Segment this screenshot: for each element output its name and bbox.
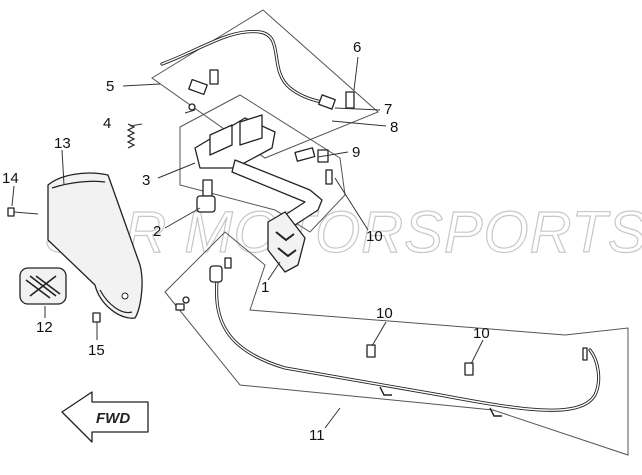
spring-part	[126, 123, 136, 149]
callout-10-upper: 10	[366, 228, 383, 245]
body-cover-part	[47, 172, 143, 319]
callout-3: 3	[142, 172, 150, 189]
bolt-part	[294, 147, 333, 185]
lower-cable	[175, 257, 601, 417]
leader-lines	[11, 56, 484, 429]
screw-part-15	[92, 312, 101, 323]
callout-7: 7	[384, 101, 392, 118]
fwd-arrow: FWD	[61, 391, 149, 443]
callout-15: 15	[88, 342, 105, 359]
callout-8: 8	[390, 119, 398, 136]
callout-13: 13	[54, 135, 71, 152]
callout-labels: 1 2 3 4 5 6 7 8 9 10 10 10 11 12 13 14 1…	[2, 39, 490, 444]
upper-cable	[160, 29, 355, 114]
lower-cable-group-outline	[164, 231, 629, 456]
callout-10-right: 10	[473, 325, 490, 342]
callout-14: 14	[2, 170, 19, 187]
callout-11: 11	[309, 427, 325, 444]
callout-1: 1	[261, 279, 269, 296]
callout-6: 6	[353, 39, 361, 56]
callout-10-middle: 10	[376, 305, 393, 322]
watermark-text: SSR MOTORSPORTS	[45, 200, 642, 265]
fwd-label: FWD	[96, 410, 130, 427]
bracket-group-outline	[179, 94, 346, 233]
callout-2: 2	[153, 223, 161, 240]
callout-12: 12	[36, 319, 53, 336]
callout-5: 5	[106, 78, 114, 95]
plate-part	[267, 211, 306, 273]
screw-part-14	[7, 207, 39, 217]
callout-9: 9	[352, 144, 360, 161]
grip-pad-part	[19, 267, 67, 305]
callout-4: 4	[103, 115, 111, 132]
